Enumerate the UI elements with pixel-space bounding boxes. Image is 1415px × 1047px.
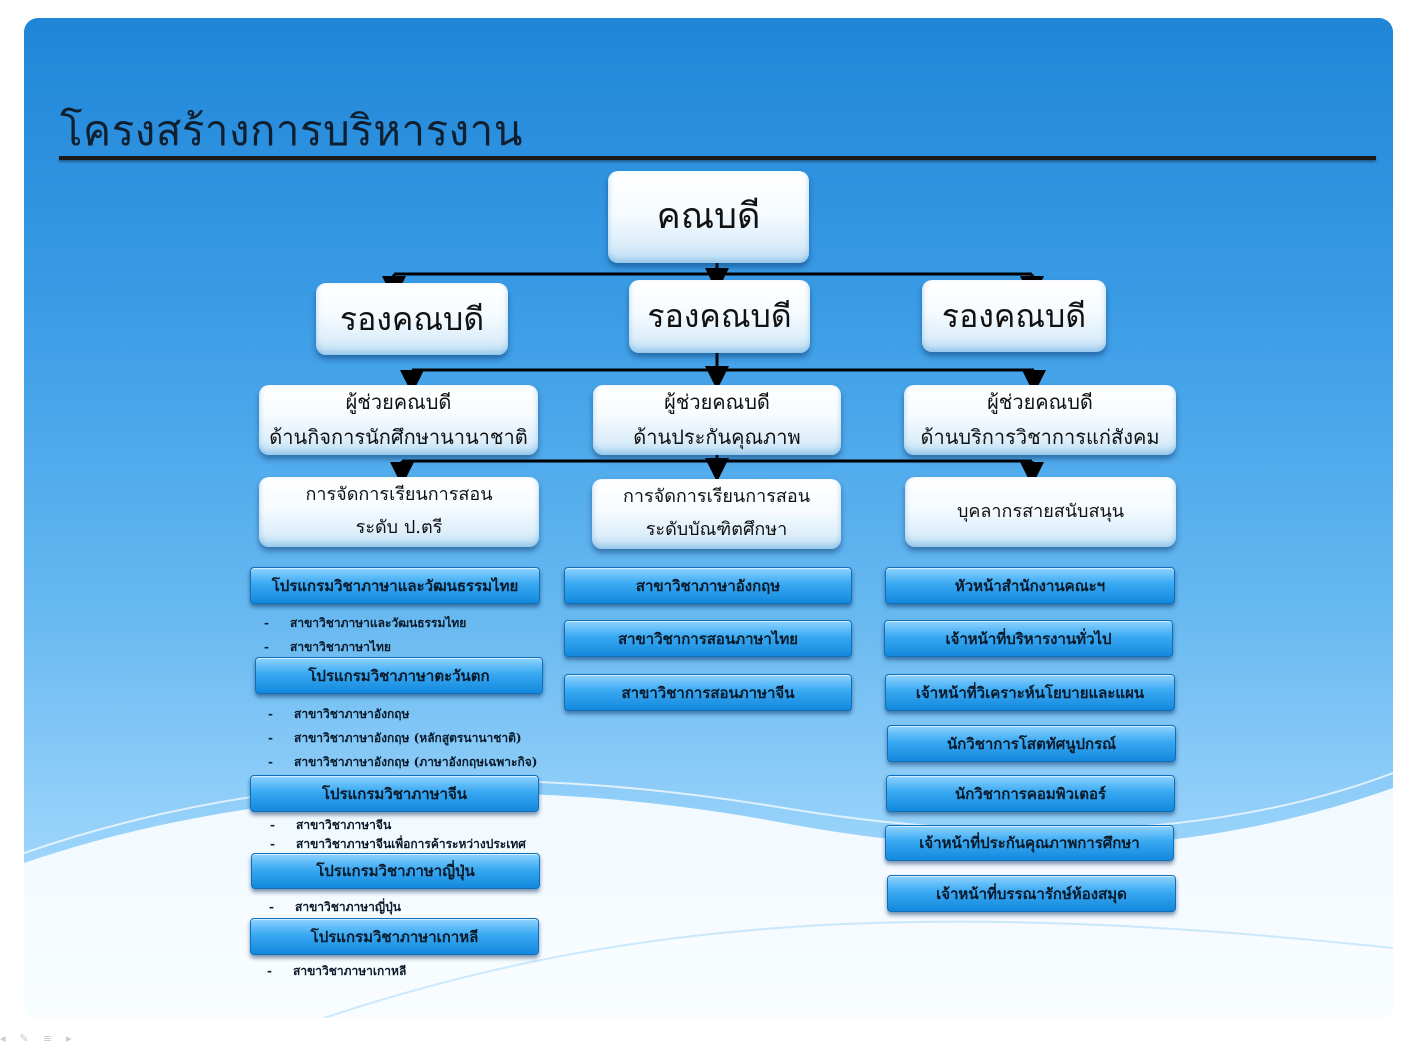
major-item: -สาขาวิชาภาษาอังกฤษ (ภาษาอังกฤษเฉพาะกิจ) — [268, 755, 538, 769]
program-japanese-button[interactable]: โปรแกรมวิชาภาษาญี่ปุ่น — [251, 853, 540, 889]
staff-general-admin-button[interactable]: เจ้าหน้าที่บริหารงานทั่วไป — [884, 620, 1173, 657]
assistant-dean-box-3: ผู้ช่วยคณบดี ด้านบริการวิชาการแก่สังคม — [904, 385, 1176, 455]
program-thai-button[interactable]: โปรแกรมวิชาภาษาและวัฒนธรรมไทย — [250, 567, 540, 604]
major-item: -สาขาวิชาภาษาญี่ปุ่น — [269, 900, 401, 914]
grad-english-button[interactable]: สาขาวิชาภาษาอังกฤษ — [564, 567, 852, 604]
major-label: สาขาวิชาภาษาอังกฤษ — [294, 707, 410, 721]
unit-level: ระดับบัณฑิตศึกษา — [645, 519, 788, 540]
staff-computer-button[interactable]: นักวิชาการคอมพิวเตอร์ — [886, 775, 1175, 812]
major-label: สาขาวิชาภาษาเกาหลี — [293, 964, 407, 978]
slide: โครงสร้างการบริหารงาน คณบดี — [24, 18, 1393, 1018]
title-underline — [59, 156, 1376, 160]
vice-dean-box-3: รองคณบดี — [922, 280, 1106, 352]
staff-audiovisual-button[interactable]: นักวิชาการโสตทัศนูปกรณ์ — [887, 725, 1176, 762]
major-label: สาขาวิชาภาษาจีนเพื่อการค้าระหว่างประเทศ — [296, 837, 526, 851]
major-item: -สาขาวิชาภาษาจีนเพื่อการค้าระหว่างประเทศ — [270, 837, 526, 851]
unit-title: บุคลากรสายสนับสนุน — [956, 500, 1125, 522]
vice-dean-label: รองคณบดี — [941, 296, 1087, 335]
slide-nav-icons[interactable]: ◂✎≡▸ — [0, 1032, 86, 1045]
major-item: -สาขาวิชาภาษาและวัฒนธรรมไทย — [264, 616, 467, 630]
assistant-title: ผู้ช่วยคณบดี — [345, 390, 452, 414]
graduate-unit-box: การจัดการเรียนการสอน ระดับบัณฑิตศึกษา — [592, 479, 841, 549]
program-chinese-button[interactable]: โปรแกรมวิชาภาษาจีน — [250, 775, 539, 812]
major-item: -สาขาวิชาภาษาเกาหลี — [267, 964, 407, 978]
support-staff-unit-box: บุคลากรสายสนับสนุน — [905, 477, 1176, 547]
undergrad-unit-box: การจัดการเรียนการสอน ระดับ ป.ตรี — [259, 477, 539, 547]
major-label: สาขาวิชาภาษาจีน — [296, 818, 392, 832]
assistant-area: ด้านบริการวิชาการแก่สังคม — [920, 425, 1160, 449]
assistant-title: ผู้ช่วยคณบดี — [664, 390, 770, 414]
assistant-dean-box-2: ผู้ช่วยคณบดี ด้านประกันคุณภาพ — [593, 385, 841, 455]
major-item: -สาขาวิชาภาษาอังกฤษ — [268, 707, 410, 721]
assistant-area: ด้านประกันคุณภาพ — [633, 425, 801, 449]
unit-title: การจัดการเรียนการสอน — [305, 484, 493, 506]
vice-dean-box-2: รองคณบดี — [629, 280, 810, 353]
page-title: โครงสร้างการบริหารงาน — [60, 106, 523, 155]
program-korean-button[interactable]: โปรแกรมวิชาภาษาเกาหลี — [250, 918, 539, 955]
assistant-dean-box-1: ผู้ช่วยคณบดี ด้านกิจการนักศึกษานานาชาติ — [259, 385, 538, 455]
dean-label: คณบดี — [656, 196, 761, 238]
unit-level: ระดับ ป.ตรี — [355, 517, 443, 538]
vice-dean-box-1: รองคณบดี — [316, 283, 508, 355]
major-label: สาขาวิชาภาษาอังกฤษ (หลักสูตรนานาชาติ) — [294, 731, 522, 745]
staff-office-head-button[interactable]: หัวหน้าสำนักงานคณะฯ — [885, 567, 1175, 604]
program-western-button[interactable]: โปรแกรมวิชาภาษาตะวันตก — [255, 657, 543, 694]
staff-librarian-button[interactable]: เจ้าหน้าที่บรรณารักษ์ห้องสมุด — [887, 875, 1176, 912]
major-item: -สาขาวิชาภาษาจีน — [270, 818, 392, 832]
grad-chinese-teaching-button[interactable]: สาขาวิชาการสอนภาษาจีน — [564, 674, 852, 711]
dean-box: คณบดี — [608, 171, 809, 263]
major-item: -สาขาวิชาภาษาอังกฤษ (หลักสูตรนานาชาติ) — [268, 731, 522, 745]
staff-quality-assurance-button[interactable]: เจ้าหน้าที่ประกันคุณภาพการศึกษา — [885, 825, 1174, 861]
staff-policy-analyst-button[interactable]: เจ้าหน้าที่วิเคราะห์นโยบายและแผน — [885, 674, 1175, 711]
major-item: -สาขาวิชาภาษาไทย — [264, 640, 391, 654]
unit-title: การจัดการเรียนการสอน — [622, 486, 811, 508]
major-label: สาขาวิชาภาษาไทย — [290, 640, 391, 654]
vice-dean-label: รองคณบดี — [339, 299, 485, 338]
grad-thai-teaching-button[interactable]: สาขาวิชาการสอนภาษาไทย — [564, 620, 852, 657]
assistant-area: ด้านกิจการนักศึกษานานาชาติ — [269, 425, 528, 449]
major-label: สาขาวิชาภาษาญี่ปุ่น — [295, 900, 401, 914]
major-label: สาขาวิชาภาษาอังกฤษ (ภาษาอังกฤษเฉพาะกิจ) — [294, 755, 538, 769]
vice-dean-label: รองคณบดี — [647, 297, 792, 336]
assistant-title: ผู้ช่วยคณบดี — [987, 390, 1093, 414]
major-label: สาขาวิชาภาษาและวัฒนธรรมไทย — [290, 616, 467, 630]
